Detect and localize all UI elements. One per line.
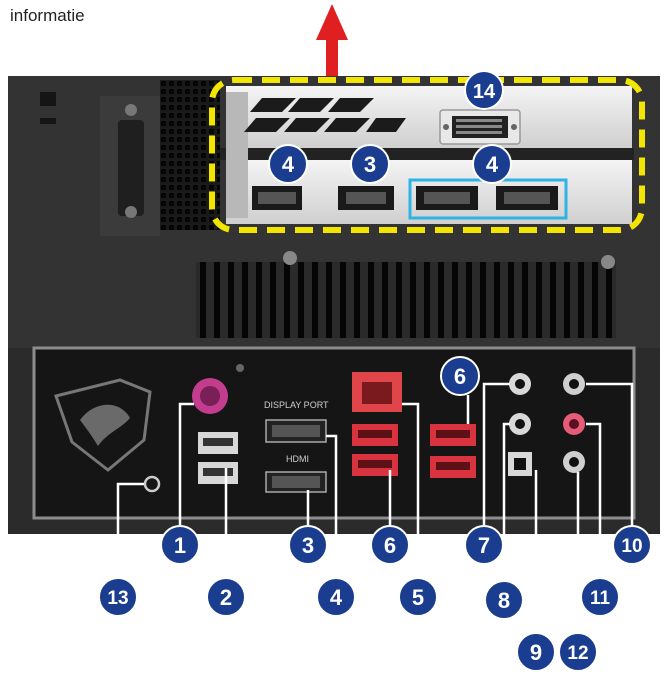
svg-text:6: 6	[454, 364, 466, 389]
svg-text:5: 5	[412, 585, 424, 610]
displayport-label: DISPLAY PORT	[264, 400, 329, 410]
graphics-card	[220, 86, 634, 224]
callout-gpu-dp-right: 4	[472, 144, 512, 184]
callout-11: 11	[580, 577, 620, 617]
svg-text:8: 8	[498, 588, 510, 613]
callout-gpu-hdmi: 3	[350, 144, 390, 184]
svg-text:7: 7	[478, 533, 490, 558]
clear-cmos-button	[143, 475, 161, 493]
caption-text: informatie	[10, 6, 85, 25]
svg-text:4: 4	[330, 585, 343, 610]
callout-12: 12	[558, 632, 598, 672]
svg-text:1: 1	[174, 533, 186, 558]
callout-13: 13	[98, 577, 138, 617]
callout-panel-usb: 6	[440, 356, 480, 396]
callout-badges: 14 4 3 4 6 1 3 6 7 10 13 2 4 5 8 11 9 12	[98, 70, 652, 672]
callout-5: 5	[398, 577, 438, 617]
svg-text:2: 2	[220, 585, 232, 610]
callout-6: 6	[370, 525, 410, 565]
svg-text:4: 4	[486, 152, 499, 177]
callout-1: 1	[160, 525, 200, 565]
svg-text:9: 9	[530, 640, 542, 665]
upward-arrow	[316, 4, 348, 86]
svg-text:4: 4	[282, 152, 295, 177]
brand-logo-icon	[54, 378, 152, 472]
leader-lines	[116, 382, 634, 642]
svg-text:13: 13	[107, 588, 128, 609]
svg-text:14: 14	[473, 81, 496, 103]
callout-14: 14	[464, 70, 504, 110]
svg-text:3: 3	[302, 533, 314, 558]
callout-10: 10	[612, 525, 652, 565]
svg-text:12: 12	[567, 643, 588, 664]
callout-8: 8	[484, 580, 524, 620]
callout-2: 2	[206, 577, 246, 617]
svg-text:3: 3	[364, 152, 376, 177]
callout-3: 3	[288, 525, 328, 565]
hdmi-label: HDMI	[286, 454, 309, 464]
callout-gpu-dp-left: 4	[268, 144, 308, 184]
callout-9: 9	[516, 632, 556, 672]
io-shield: DISPLAY PORT HDMI	[32, 346, 636, 520]
callout-4: 4	[316, 577, 356, 617]
svg-text:6: 6	[384, 533, 396, 558]
svg-text:10: 10	[621, 536, 642, 557]
chassis-vent-strip	[196, 262, 616, 338]
svg-text:11: 11	[590, 588, 611, 609]
callout-7: 7	[464, 525, 504, 565]
